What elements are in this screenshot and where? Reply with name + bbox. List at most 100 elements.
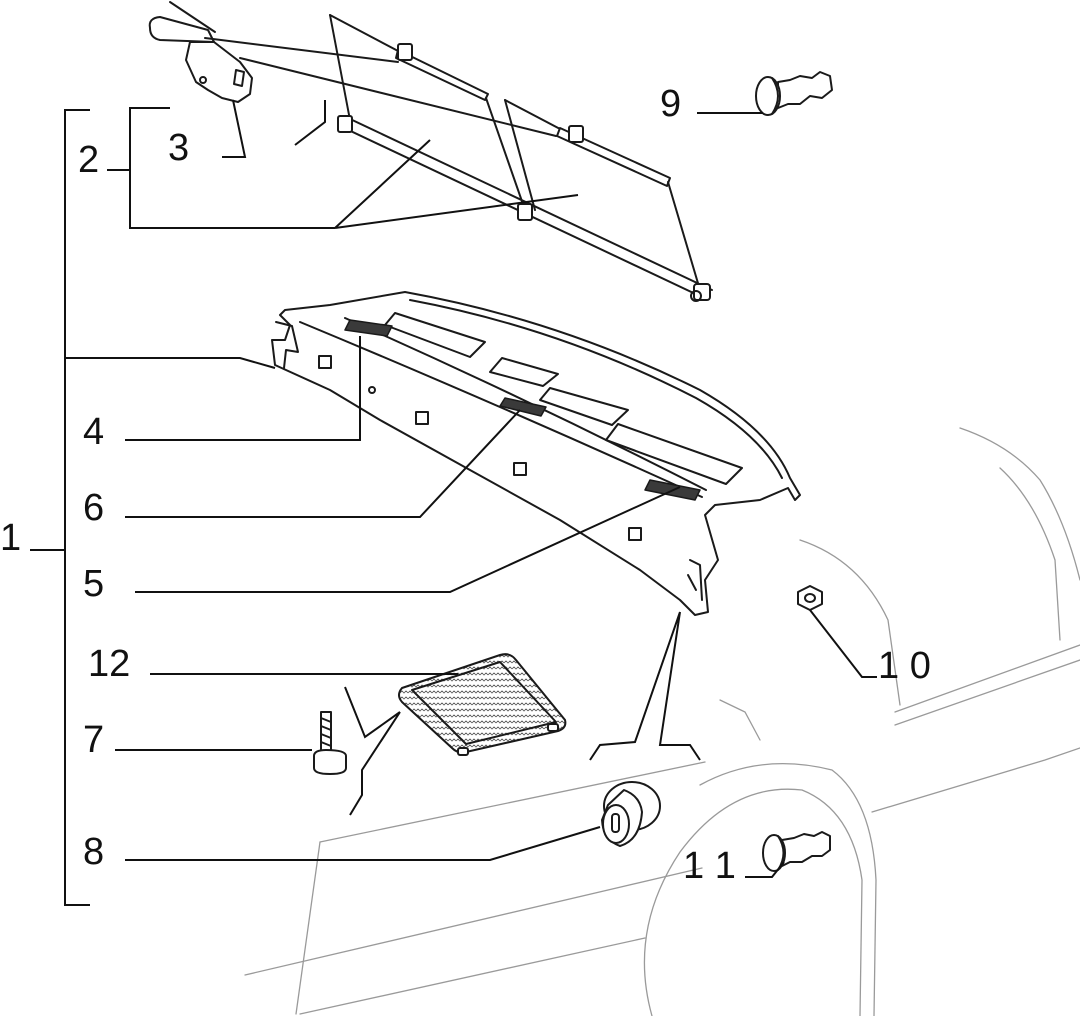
pad-foot-2 <box>547 723 559 732</box>
shelf-front-edge-inner <box>344 317 707 491</box>
car-door-edge <box>295 841 321 1015</box>
grommet-face <box>602 804 630 844</box>
screw-head <box>313 749 347 775</box>
car-pillar-line <box>799 539 901 706</box>
leader-rod-pointer <box>294 100 326 146</box>
grommet-slot <box>611 813 620 833</box>
blind-guide-mid-left <box>485 97 526 211</box>
shelf-cutout-3 <box>539 387 629 426</box>
clip-9-head <box>755 76 781 116</box>
leader-11 <box>745 861 785 878</box>
shelf-clip-slot-1 <box>318 355 332 369</box>
blind-guide-right <box>667 181 701 291</box>
part-1-parcel-shelf <box>271 291 801 616</box>
blind-cord-3 <box>169 1 216 33</box>
label-part-11: 1 1 <box>683 845 736 887</box>
shelf-front-edge <box>299 321 703 498</box>
label-part-7: 7 <box>83 719 104 761</box>
clip-9-body <box>777 71 833 109</box>
screw-thread <box>320 717 332 747</box>
blind-guide-mid-right <box>504 99 536 211</box>
part-10-nut <box>797 585 823 611</box>
blind-cord-2 <box>239 57 557 137</box>
part-9-push-clip <box>755 71 833 116</box>
car-lower-panel-line <box>871 747 1080 813</box>
shelf-right-end-bracket <box>687 559 703 601</box>
label-part-8: 8 <box>83 831 104 873</box>
blind-clip-1 <box>397 43 413 61</box>
shelf-outline <box>271 291 801 616</box>
blind-bar-upper-right <box>556 127 671 187</box>
blind-top-edge-left <box>329 14 401 53</box>
leader-bracket-2 <box>107 107 579 229</box>
label-part-12: 12 <box>88 643 130 685</box>
leader-grommet-mount <box>589 611 701 761</box>
part-labels: 9 3 2 4 6 1 5 12 7 8 1 1 1 0 <box>0 83 931 887</box>
car-belt-line-upper <box>894 644 1080 713</box>
car-body-outline <box>244 427 1080 1016</box>
clip-11-head <box>762 834 786 872</box>
label-part-10: 1 0 <box>878 645 931 687</box>
car-roof-line <box>959 427 1080 581</box>
handle-grip <box>148 16 215 43</box>
label-part-2: 2 <box>78 139 99 181</box>
leader-3 <box>222 99 247 158</box>
clip-9-head-rim <box>771 77 779 115</box>
pad-foot-1 <box>457 747 469 756</box>
label-part-4: 4 <box>83 411 104 453</box>
part-2-roller-blind <box>169 1 713 302</box>
speaker-tab-6 <box>499 397 547 417</box>
car-rear-window-line <box>999 467 1061 641</box>
blind-rod-end <box>690 290 702 302</box>
shelf-left-end-tab <box>275 321 299 369</box>
label-part-3: 3 <box>168 127 189 169</box>
car-sill-line-1 <box>244 867 703 976</box>
shelf-hole <box>368 386 376 394</box>
part-11-push-clip <box>762 831 831 872</box>
handle-slot <box>233 69 245 87</box>
leader-5 <box>135 486 681 593</box>
shelf-cutout-2 <box>489 357 559 387</box>
label-part-6: 6 <box>83 487 104 529</box>
label-part-9: 9 <box>660 83 681 125</box>
shelf-cutout-4 <box>605 423 743 485</box>
handle-hole <box>199 76 207 84</box>
car-sill-line-2 <box>299 937 646 1015</box>
shelf-clip-slot-4 <box>628 527 642 541</box>
shelf-clip-slot-3 <box>513 462 527 476</box>
leader-10 <box>809 609 877 678</box>
car-wheel <box>643 788 863 1016</box>
speaker-tab-4 <box>344 319 393 337</box>
blind-clip-2 <box>568 125 584 143</box>
label-part-5: 5 <box>83 563 104 605</box>
handle-plate <box>185 41 253 103</box>
part-3-handle <box>148 16 253 103</box>
car-fender-line <box>719 699 761 741</box>
part-7-screw <box>313 711 347 775</box>
leader-lines <box>30 99 877 906</box>
blind-clip-4 <box>517 203 533 221</box>
nut-hole <box>804 593 816 603</box>
blind-bar-upper-left <box>395 49 489 101</box>
shelf-rear-lip <box>409 299 783 479</box>
leader-bracket-1 <box>30 109 276 906</box>
clip-11-body <box>781 831 831 867</box>
shelf-clip-slot-2 <box>415 411 429 425</box>
blind-cord-1 <box>204 37 399 63</box>
part-8-grommet <box>601 781 661 847</box>
leader-4 <box>125 336 361 441</box>
leader-6 <box>125 409 521 518</box>
blind-guide-left <box>329 14 351 121</box>
blind-top-edge-right <box>504 99 563 131</box>
pad-inner-border <box>411 661 557 745</box>
shelf-cutout-1 <box>384 312 486 358</box>
part-12-pad <box>398 653 567 756</box>
car-belt-line-lower <box>894 659 1080 726</box>
leader-pad-mount <box>344 686 401 816</box>
leader-8 <box>125 826 601 861</box>
nut-hex <box>797 585 823 611</box>
label-part-1: 1 <box>0 517 21 559</box>
car-door-line <box>319 761 706 843</box>
car-wheel-arch <box>699 763 877 1016</box>
